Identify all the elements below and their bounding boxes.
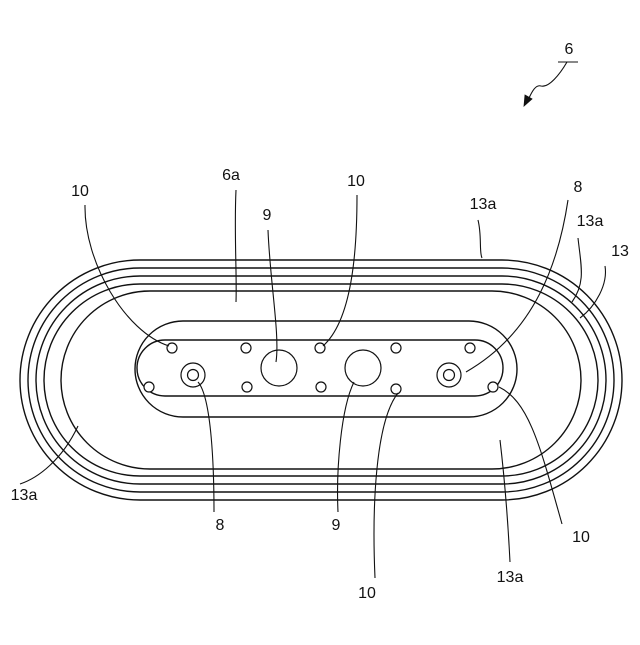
- label-8-bottom: 8: [216, 517, 225, 534]
- label-9-top: 9: [263, 207, 272, 224]
- label-13: 13: [611, 243, 629, 260]
- label-10-bottom-right: 10: [572, 529, 590, 546]
- terminal-8-left-inner: [188, 370, 199, 381]
- outer-layer-13: [20, 260, 622, 500]
- label-10-bottom: 10: [358, 585, 376, 602]
- label-13a-bottom: 13a: [497, 569, 524, 586]
- label-10-top-left: 10: [71, 183, 89, 200]
- label-13a-top: 13a: [470, 196, 497, 213]
- figure-ref-arrowhead: [524, 95, 532, 106]
- terminal-8-right-inner: [444, 370, 455, 381]
- outer-layers: [20, 260, 622, 500]
- layer-13a-3: [44, 284, 598, 476]
- large-hole-9-left: [261, 350, 297, 386]
- label-6a: 6a: [222, 167, 240, 184]
- label-10-top-center: 10: [347, 173, 365, 190]
- label-9-bottom: 9: [332, 517, 341, 534]
- figure-ref-label: 6: [565, 41, 574, 58]
- layer-13a-2: [36, 276, 606, 484]
- label-13a-right: 13a: [577, 213, 604, 230]
- label-13a-left: 13a: [11, 487, 38, 504]
- large-hole-9-right: [345, 350, 381, 386]
- label-8-top: 8: [574, 179, 583, 196]
